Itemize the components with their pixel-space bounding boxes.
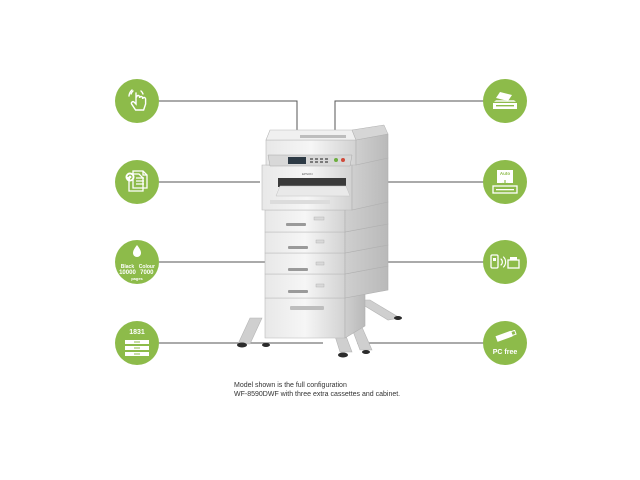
ink-pages-label: pages [131, 276, 143, 281]
scanner-icon [493, 92, 517, 109]
touch-panel-icon [128, 89, 147, 111]
printer-cabinet [264, 297, 346, 339]
scanner-connector [334, 100, 487, 138]
feature-ink-yield: Black 10000 Colour 7000 pages [115, 240, 159, 284]
caption-line-2: WF-8590DWF with three extra cassettes an… [234, 391, 401, 398]
stand-wheels [237, 316, 402, 358]
colour-ink-yield: 7000 [140, 270, 154, 276]
ink-drop-icon [133, 245, 141, 257]
pc-free-label: PC free [492, 349, 518, 356]
paper-stack-icon [125, 340, 149, 356]
black-ink-label: Black [120, 264, 135, 270]
paper-cassettes [264, 201, 389, 299]
paper-capacity-value: 1831 [129, 329, 145, 336]
configuration-caption: Model shown is the full configuration WF… [234, 381, 454, 399]
feature-pc-free: PC free [483, 321, 527, 365]
colour-ink-label: Colour [138, 264, 155, 270]
caption-line-1: Model shown is the full configuration [234, 382, 347, 389]
duplex-print-icon [125, 170, 148, 192]
feature-auto-adf: Auto [483, 160, 527, 204]
feature-paper-capacity: 1831 [115, 321, 159, 365]
printer-brand-logo: EPSON [302, 172, 313, 176]
feature-touch-panel [115, 79, 159, 123]
auto-feeder-icon [492, 170, 518, 194]
usb-stick-icon [495, 330, 517, 342]
printer-control-panel [267, 154, 353, 167]
feature-scanner [483, 79, 527, 123]
wireless-mobile-icon [490, 254, 520, 269]
feature-duplex [115, 160, 159, 204]
feature-wireless [483, 240, 527, 284]
black-ink-yield: 10000 [119, 270, 136, 276]
printer-main-body [261, 157, 389, 211]
auto-tag-label: Auto [499, 171, 511, 176]
